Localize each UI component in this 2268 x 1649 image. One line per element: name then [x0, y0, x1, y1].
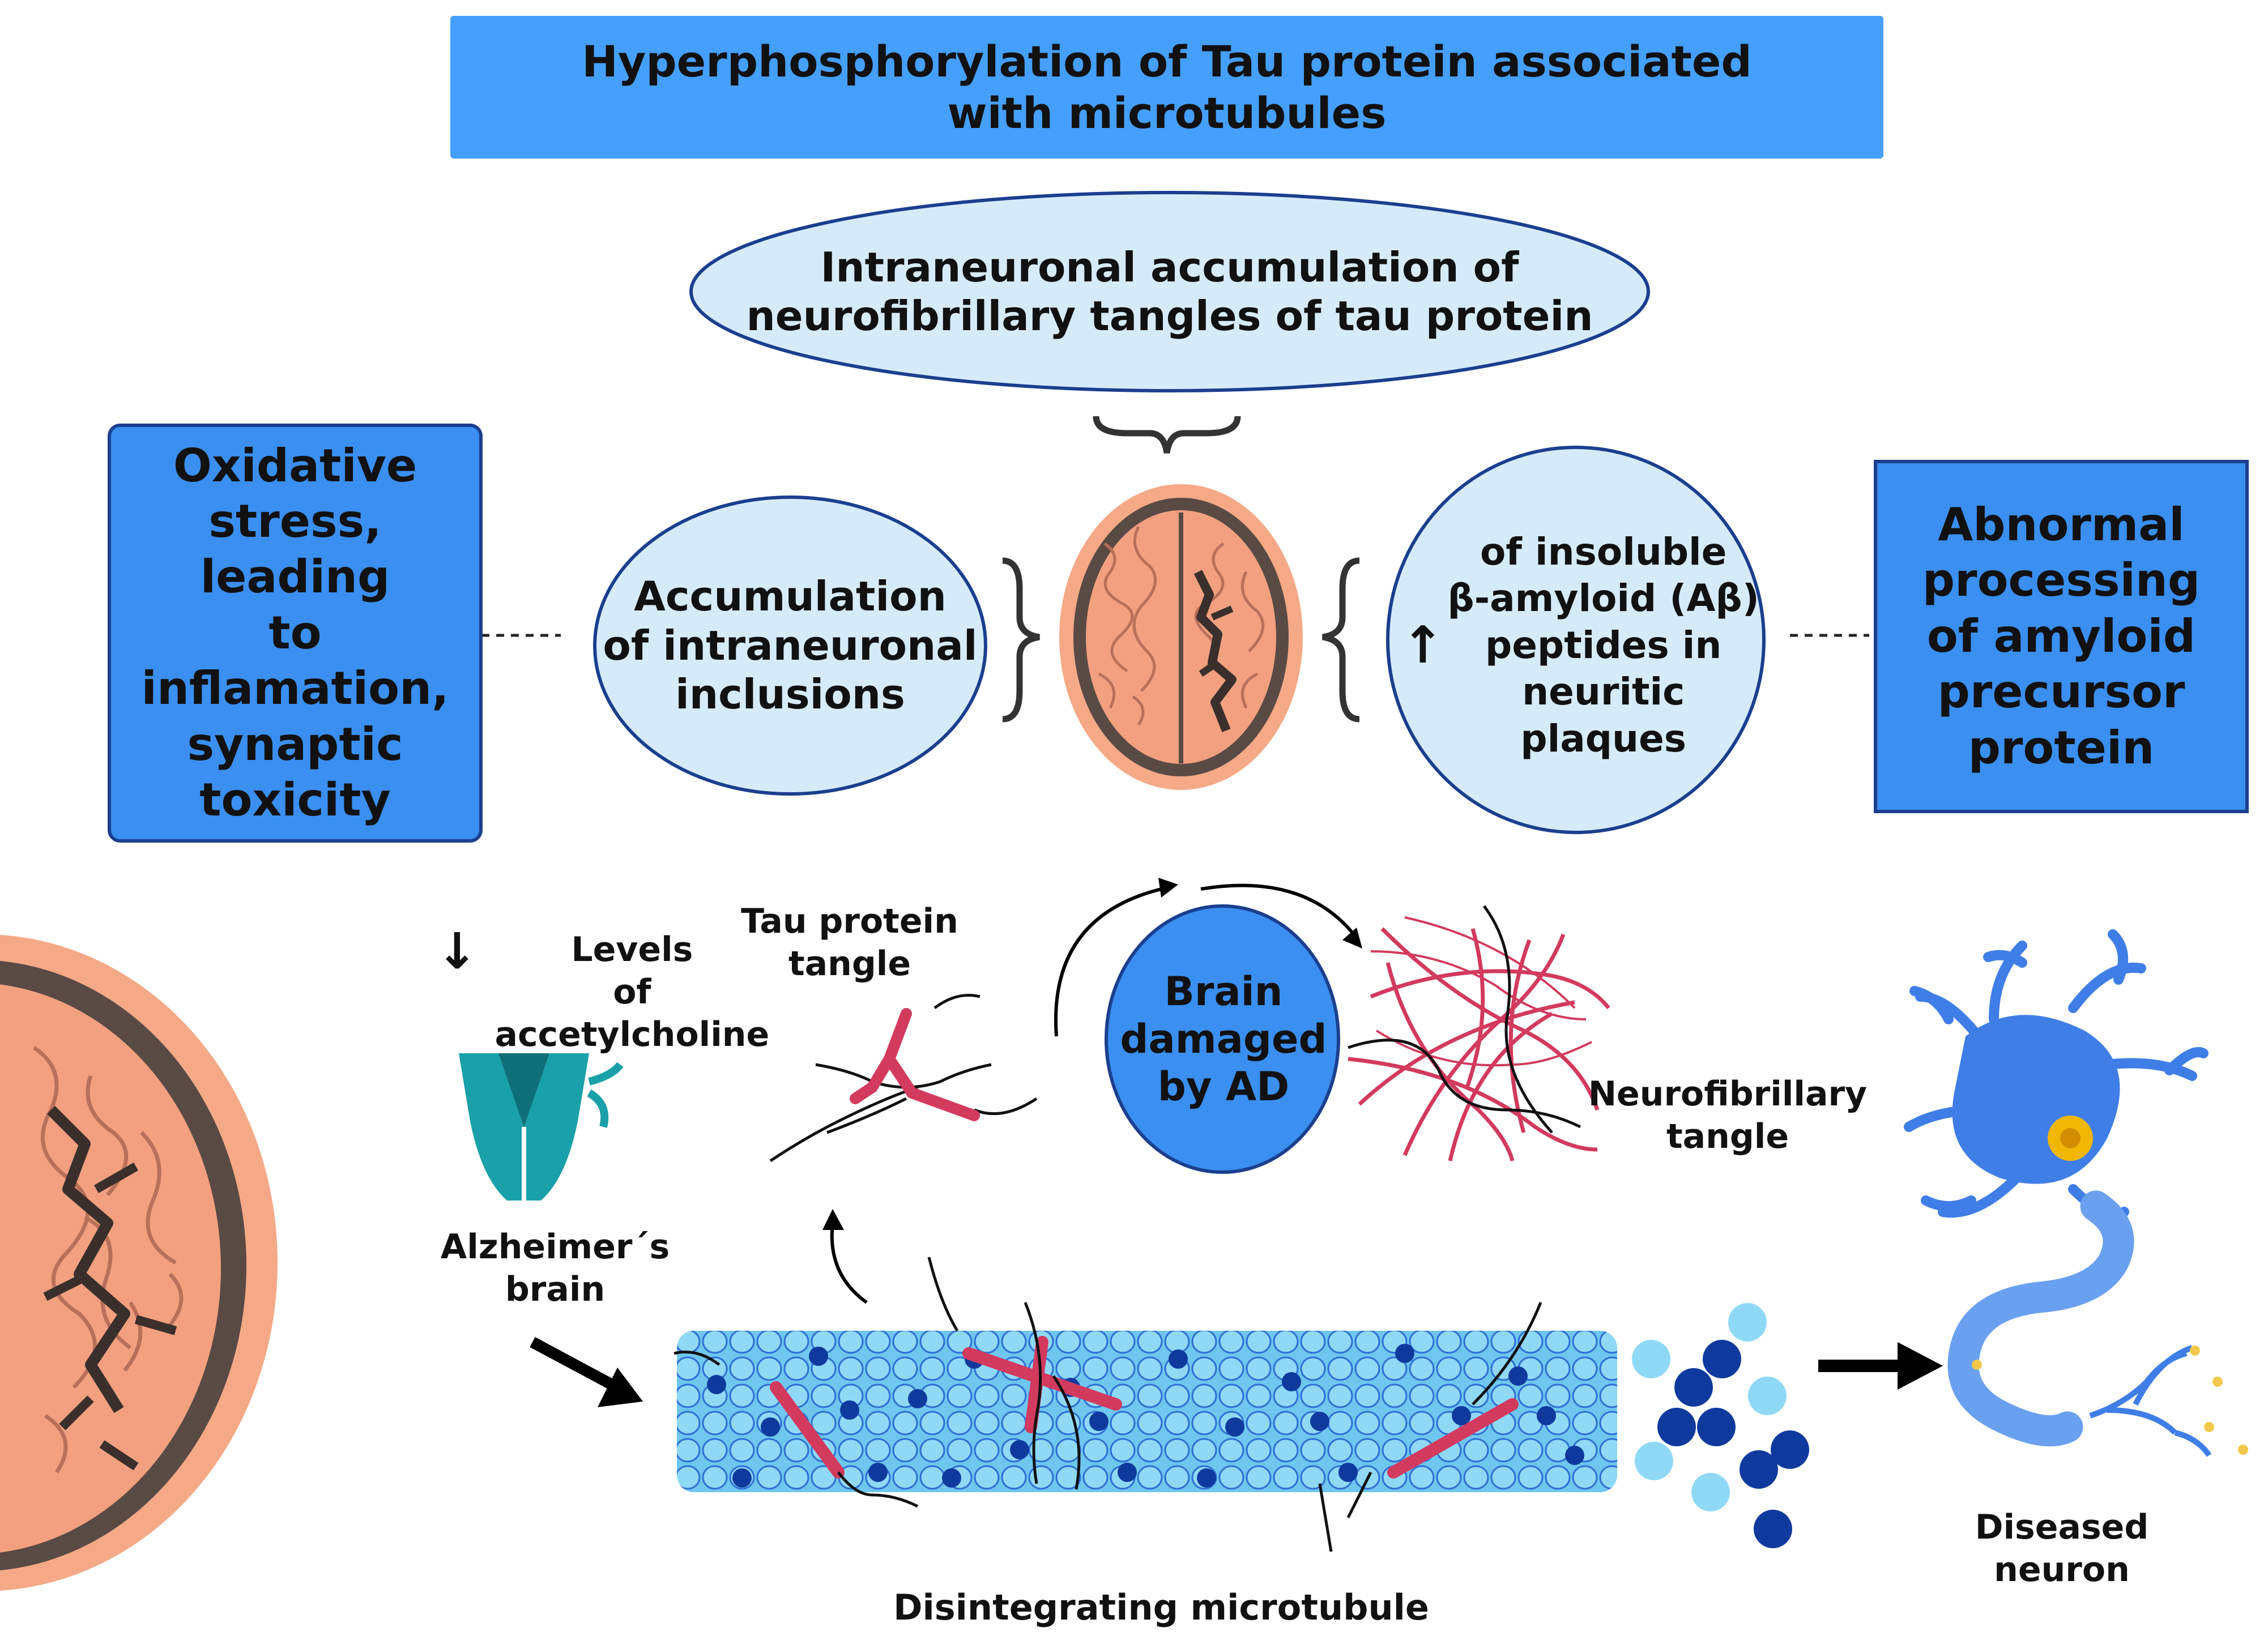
right-circle-text: ↑ of insoluble β-amyloid (Aβ) peptides i… — [1399, 521, 1762, 770]
brain-top-view-illustration — [1059, 484, 1303, 790]
acetylcholine-receptor-icon — [459, 1053, 624, 1201]
alzheimers-brain-illustration — [0, 935, 278, 1591]
right-box: Abnormal processing of amyloid precursor… — [1874, 460, 2249, 813]
up-arrow-icon: ↑ — [1401, 616, 1444, 675]
top-ellipse-text: Intraneuronal accumulation of neurofibri… — [746, 243, 1593, 340]
acetylcholine-text: Levels of accetylcholine — [494, 930, 770, 1054]
disintegrating-microtubule-label: Disintegrating microtubule — [893, 1587, 1429, 1628]
left-box: Oxidative stress, leading to inflamation… — [108, 424, 483, 843]
right-circle-body: of insoluble β-amyloid (Aβ) peptides in … — [1447, 529, 1759, 761]
curved-arrows — [822, 878, 1362, 1304]
acetylcholine-label: ↓ Levels of accetylcholine — [436, 922, 776, 1056]
right-brace — [1321, 557, 1360, 723]
down-arrow-icon: ↓ — [436, 922, 478, 980]
top-brace — [1093, 416, 1241, 454]
neurofibrillary-tangle-illustration — [1348, 905, 1610, 1161]
tau-protein-tangle-illustration — [769, 994, 1038, 1163]
neurofibrillary-tangle-label: Neurofibrillary tangle — [1588, 1074, 1868, 1156]
center-circle-text: Brain damaged by AD — [1120, 968, 1327, 1110]
left-circle-text: Accumulation of intraneuronal inclusions — [603, 573, 978, 719]
disintegrating-microtubule-illustration — [673, 1257, 1809, 1552]
title-banner: Hyperphosphorylation of Tau protein asso… — [450, 16, 1883, 159]
tau-protein-tangle-label: Tau protein tangle — [741, 902, 958, 984]
arrow-to-microtubule — [530, 1337, 643, 1407]
diseased-neuron-illustration — [1904, 929, 2248, 1457]
arrow-to-neuron — [1818, 1342, 1943, 1390]
diseased-neuron-label: Diseased neuron — [1975, 1507, 2149, 1590]
left-brace — [1002, 557, 1041, 723]
alzheimers-brain-label: Alzheimer´s brain — [440, 1227, 670, 1309]
